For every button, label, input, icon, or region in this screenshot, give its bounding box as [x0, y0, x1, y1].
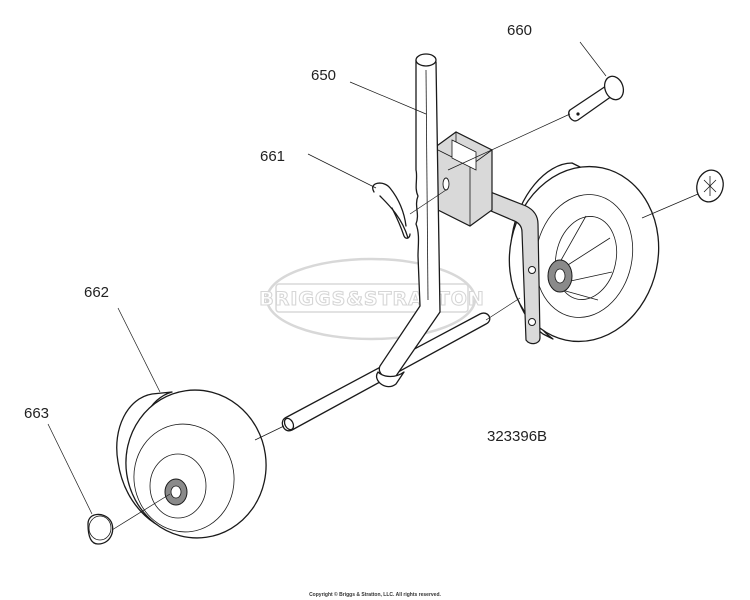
- briggs-stratton-watermark: BRIGGS&STRATTON: [259, 257, 485, 341]
- callout-661: 661: [260, 148, 285, 165]
- clamp-block: [433, 131, 493, 227]
- right-wheel: [508, 162, 660, 343]
- clevis-pin: [568, 75, 625, 122]
- leader-lines: [47, 41, 699, 531]
- callout-650: 650: [311, 67, 336, 84]
- hitch-pin: [372, 182, 411, 239]
- left-hub-cap: [87, 513, 114, 545]
- watermark-text: BRIGGS&STRATTON: [259, 288, 485, 310]
- callout-662: 662: [84, 284, 109, 301]
- right-hub-cap: [696, 169, 724, 203]
- copyright-notice: Copyright © Briggs & Stratton, LLC. All …: [309, 591, 441, 598]
- callout-663: 663: [24, 405, 49, 422]
- diagram-id: 323396B: [487, 428, 547, 445]
- left-wheel: [116, 389, 267, 539]
- callout-660: 660: [507, 22, 532, 39]
- main-tube: [375, 53, 441, 388]
- wheel-bracket: [469, 183, 541, 345]
